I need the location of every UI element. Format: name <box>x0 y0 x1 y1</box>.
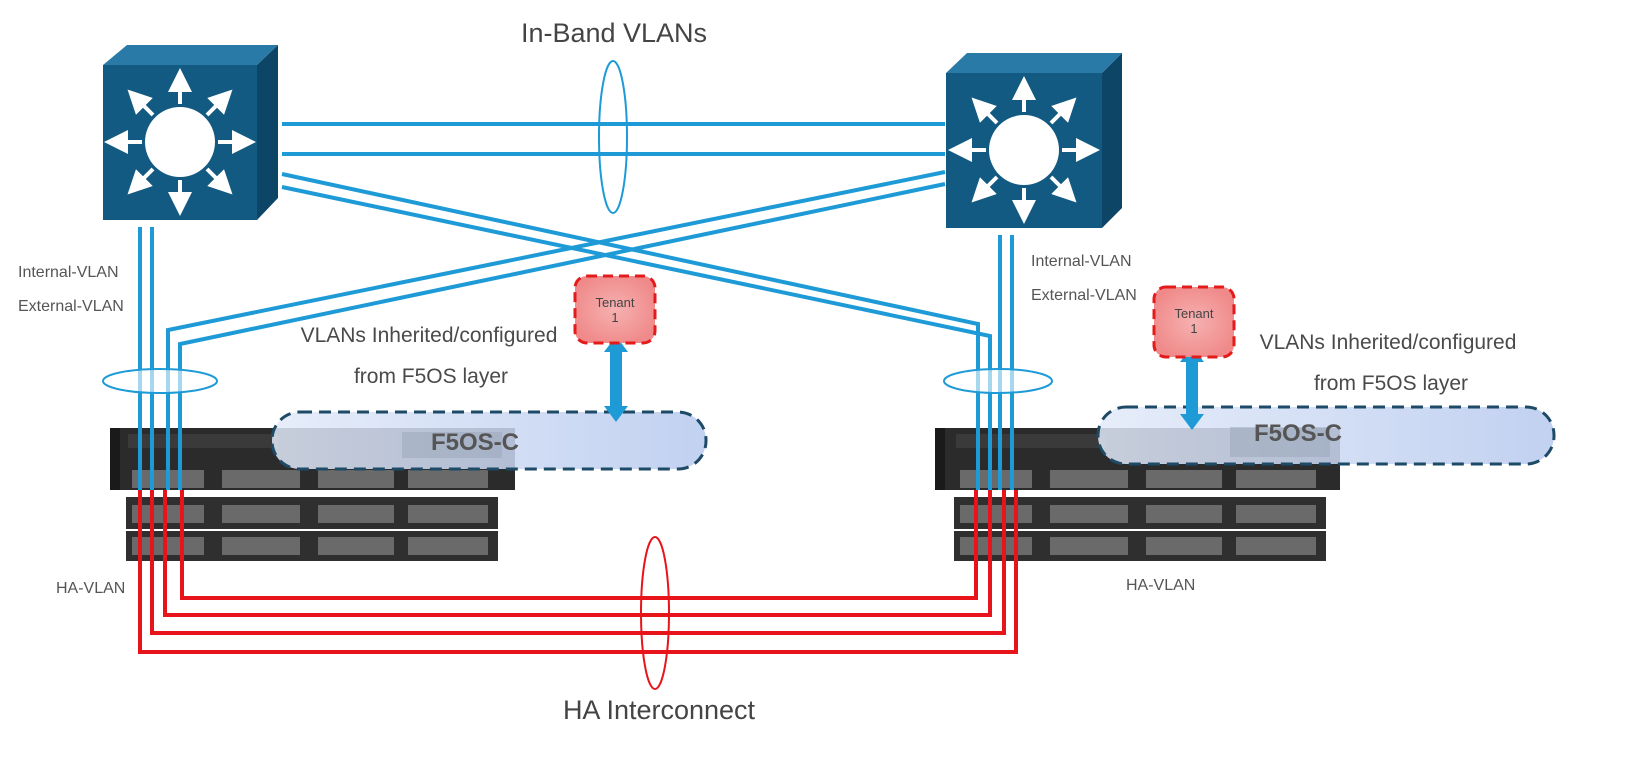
inband-links <box>138 122 1014 490</box>
right-tenant-arrow <box>1180 346 1204 430</box>
right-tenant-label: Tenant <box>1174 306 1213 321</box>
right-inherited-line1: VLANs Inherited/configured <box>1260 331 1517 354</box>
right-f5os-label: F5OS-C <box>1254 420 1342 447</box>
left-switch <box>103 45 278 220</box>
left-f5os-label: F5OS-C <box>431 429 519 456</box>
right-ha-vlan-label: HA-VLAN <box>1126 577 1195 594</box>
right-inherited-line2: from F5OS layer <box>1314 372 1468 395</box>
left-tenant-arrow <box>604 336 628 422</box>
left-lag-ellipse <box>102 368 218 394</box>
right-tenant-number: 1 <box>1190 321 1197 336</box>
right-external-vlan-label: External-VLAN <box>1031 287 1137 304</box>
left-internal-vlan-label: Internal-VLAN <box>18 264 119 281</box>
right-tenant-box: Tenant 1 <box>1152 285 1236 359</box>
inband-vlans-title: In-Band VLANs <box>521 18 707 48</box>
left-inherited-line1: VLANs Inherited/configured <box>301 324 558 347</box>
ha-links <box>138 490 1018 654</box>
inband-bundle-ellipse <box>598 60 628 214</box>
right-f5os-layer: F5OS-C <box>1096 405 1556 466</box>
ha-interconnect-title: HA Interconnect <box>563 695 756 725</box>
left-tenant-label: Tenant <box>595 295 634 310</box>
left-ha-vlan-label: HA-VLAN <box>56 580 125 597</box>
left-tenant-number: 1 <box>611 310 618 325</box>
left-inherited-line2: from F5OS layer <box>354 365 508 388</box>
right-switch <box>946 53 1122 228</box>
left-f5os-layer: F5OS-C <box>270 410 708 471</box>
right-lag-ellipse <box>943 368 1053 394</box>
left-external-vlan-label: External-VLAN <box>18 298 124 315</box>
left-tenant-box: Tenant 1 <box>573 274 657 345</box>
ha-bundle-ellipse <box>640 536 670 690</box>
right-internal-vlan-label: Internal-VLAN <box>1031 253 1132 270</box>
